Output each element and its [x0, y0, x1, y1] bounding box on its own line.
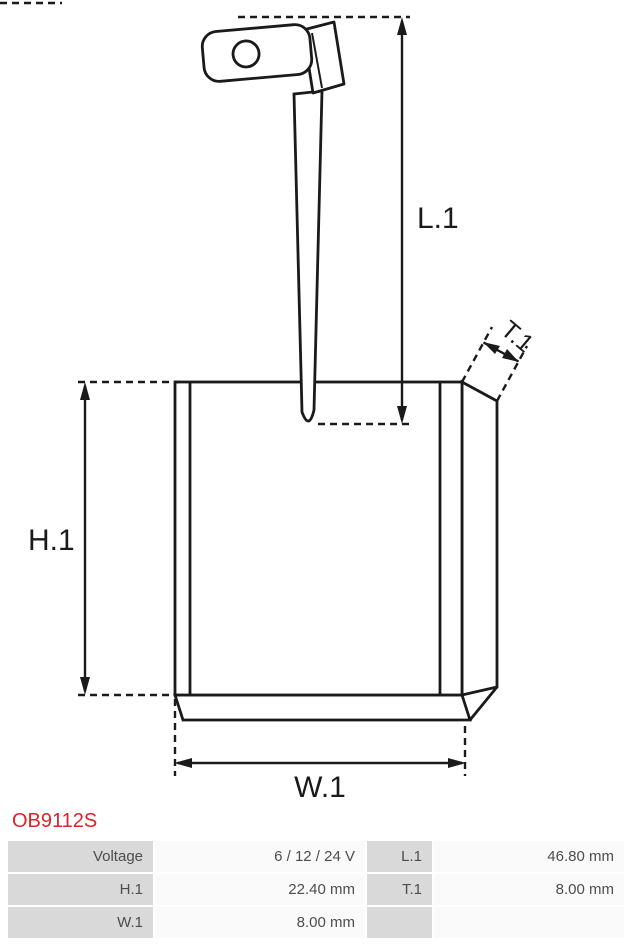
t1-extension-left: [460, 326, 494, 383]
spec-value-w1: 8.00 mm: [155, 907, 365, 938]
t1-arrow-downright-icon: [502, 349, 519, 362]
brush-bottom-face: [173, 693, 472, 722]
l1-arrow-down-icon: [397, 406, 407, 424]
spec-value-h1: 22.40 mm: [155, 874, 365, 905]
spec-label-t1: T.1: [367, 874, 432, 905]
lead-wire: [292, 89, 324, 423]
brush-body: [173, 379, 499, 722]
spec-label-l1: L.1: [367, 841, 432, 872]
spec-label-h1: H.1: [8, 874, 153, 905]
h1-arrow-up-icon: [80, 382, 90, 400]
w1-arrow-right-icon: [448, 758, 466, 768]
spec-label-voltage: Voltage: [8, 841, 153, 872]
brush-front-face: [173, 380, 464, 697]
dim-label-w1: W.1: [294, 771, 346, 804]
spec-value-empty: [434, 907, 624, 938]
brush-technical-diagram: L.1 H.1 W.1 T.1: [0, 1, 539, 804]
spec-label-empty: [367, 907, 432, 938]
l1-arrow-up-icon: [397, 17, 407, 35]
terminal-lug: [200, 20, 346, 95]
spec-value-voltage: 6 / 12 / 24 V: [155, 841, 365, 872]
part-number: OB9112S: [12, 810, 98, 832]
spec-value-l1: 46.80 mm: [434, 841, 624, 872]
spec-value-t1: 8.00 mm: [434, 874, 624, 905]
t1-extension-right: [495, 345, 529, 402]
terminal-hole: [231, 39, 261, 69]
spec-table: Voltage 6 / 12 / 24 V L.1 46.80 mm H.1 2…: [8, 841, 624, 938]
w1-arrow-left-icon: [174, 758, 192, 768]
t1-arrow-upleft-icon: [483, 342, 500, 354]
brush-corner-edge: [468, 686, 499, 721]
spec-label-w1: W.1: [8, 907, 153, 938]
brush-right-face: [460, 379, 499, 697]
terminal-crimp-fold-line: [311, 32, 323, 89]
dim-label-l1: L.1: [417, 202, 459, 235]
dim-label-h1: H.1: [28, 524, 75, 557]
h1-arrow-down-icon: [80, 677, 90, 695]
